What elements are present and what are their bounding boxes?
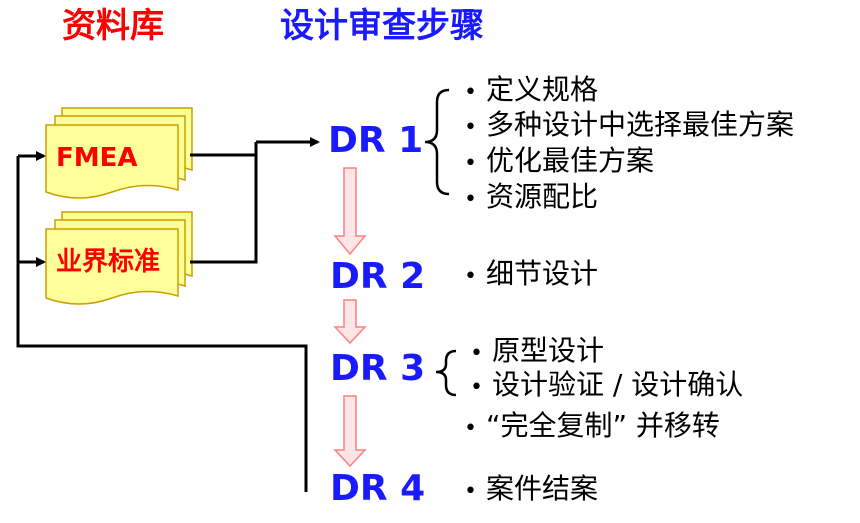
- dr3-item-design-verification-validation: • 设计验证 / 设计确认: [470, 368, 743, 405]
- item-text: 设计验证 / 设计确认: [492, 368, 744, 401]
- industry-standard-label: 业界标准: [56, 247, 161, 277]
- feedback-loop-line: [16, 156, 308, 492]
- design-review-steps-heading: 设计审查步骤: [280, 6, 484, 46]
- standard-sheet-front: [45, 228, 179, 305]
- item-text: “完全复制” 并移转: [486, 409, 720, 442]
- document-connectors: [190, 137, 320, 264]
- feedback-loop: [16, 151, 308, 492]
- item-text: 案件结案: [486, 472, 599, 505]
- item-text: 优化最佳方案: [486, 144, 655, 177]
- dr3-to-dr4-arrow: [333, 395, 367, 468]
- item-text: 原型设计: [492, 334, 605, 367]
- dr3-item-copy-exactly-transfer: • “完全复制” 并移转: [464, 409, 720, 446]
- bullet-icon: •: [464, 264, 477, 289]
- dr1-item-select-best-design: • 多种设计中选择最佳方案: [464, 108, 794, 145]
- dr3-label: DR 3: [330, 348, 426, 389]
- item-text: 细节设计: [486, 257, 599, 290]
- fmea-label: FMEA: [56, 143, 138, 173]
- bullet-icon: •: [464, 416, 477, 441]
- item-text: 定义规格: [486, 73, 599, 106]
- dr3-item-prototype-design: • 原型设计: [470, 334, 604, 371]
- dr1-item-define-spec: • 定义规格: [464, 73, 598, 110]
- bullet-icon: •: [464, 115, 477, 140]
- stage-flow-arrows: [333, 167, 367, 468]
- library-heading: 资料库: [62, 6, 164, 46]
- bullet-icon: •: [464, 151, 477, 176]
- dr1-to-dr2-arrow: [333, 167, 367, 256]
- dr2-item-detail-design: • 细节设计: [464, 257, 598, 294]
- fmea-document-stack: [45, 107, 193, 199]
- dr2-label: DR 2: [330, 256, 426, 297]
- standard-to-junction-line: [190, 142, 258, 264]
- dr1-item-optimize-best-design: • 优化最佳方案: [464, 144, 654, 181]
- bullet-icon: •: [470, 341, 483, 366]
- item-text: 多种设计中选择最佳方案: [486, 108, 795, 141]
- dr1-label: DR 1: [328, 120, 424, 161]
- bullet-icon: •: [464, 80, 477, 105]
- dr1-items-brace: [424, 88, 450, 196]
- dr2-to-dr3-arrow: [333, 299, 367, 345]
- item-text: 资源配比: [486, 180, 599, 213]
- bullet-icon: •: [470, 375, 483, 400]
- dr4-item-case-closure: • 案件结案: [464, 472, 598, 509]
- bullet-icon: •: [464, 187, 477, 212]
- dr3-items-brace: [435, 349, 457, 397]
- bullet-icon: •: [464, 479, 477, 504]
- dr4-label: DR 4: [330, 468, 426, 509]
- grouping-braces: [424, 88, 457, 397]
- fmea-to-junction-line: [190, 142, 258, 157]
- industry-standard-document-stack: [45, 211, 193, 305]
- dr1-item-resource-allocation: • 资源配比: [464, 180, 598, 217]
- fmea-sheet-front: [45, 124, 179, 199]
